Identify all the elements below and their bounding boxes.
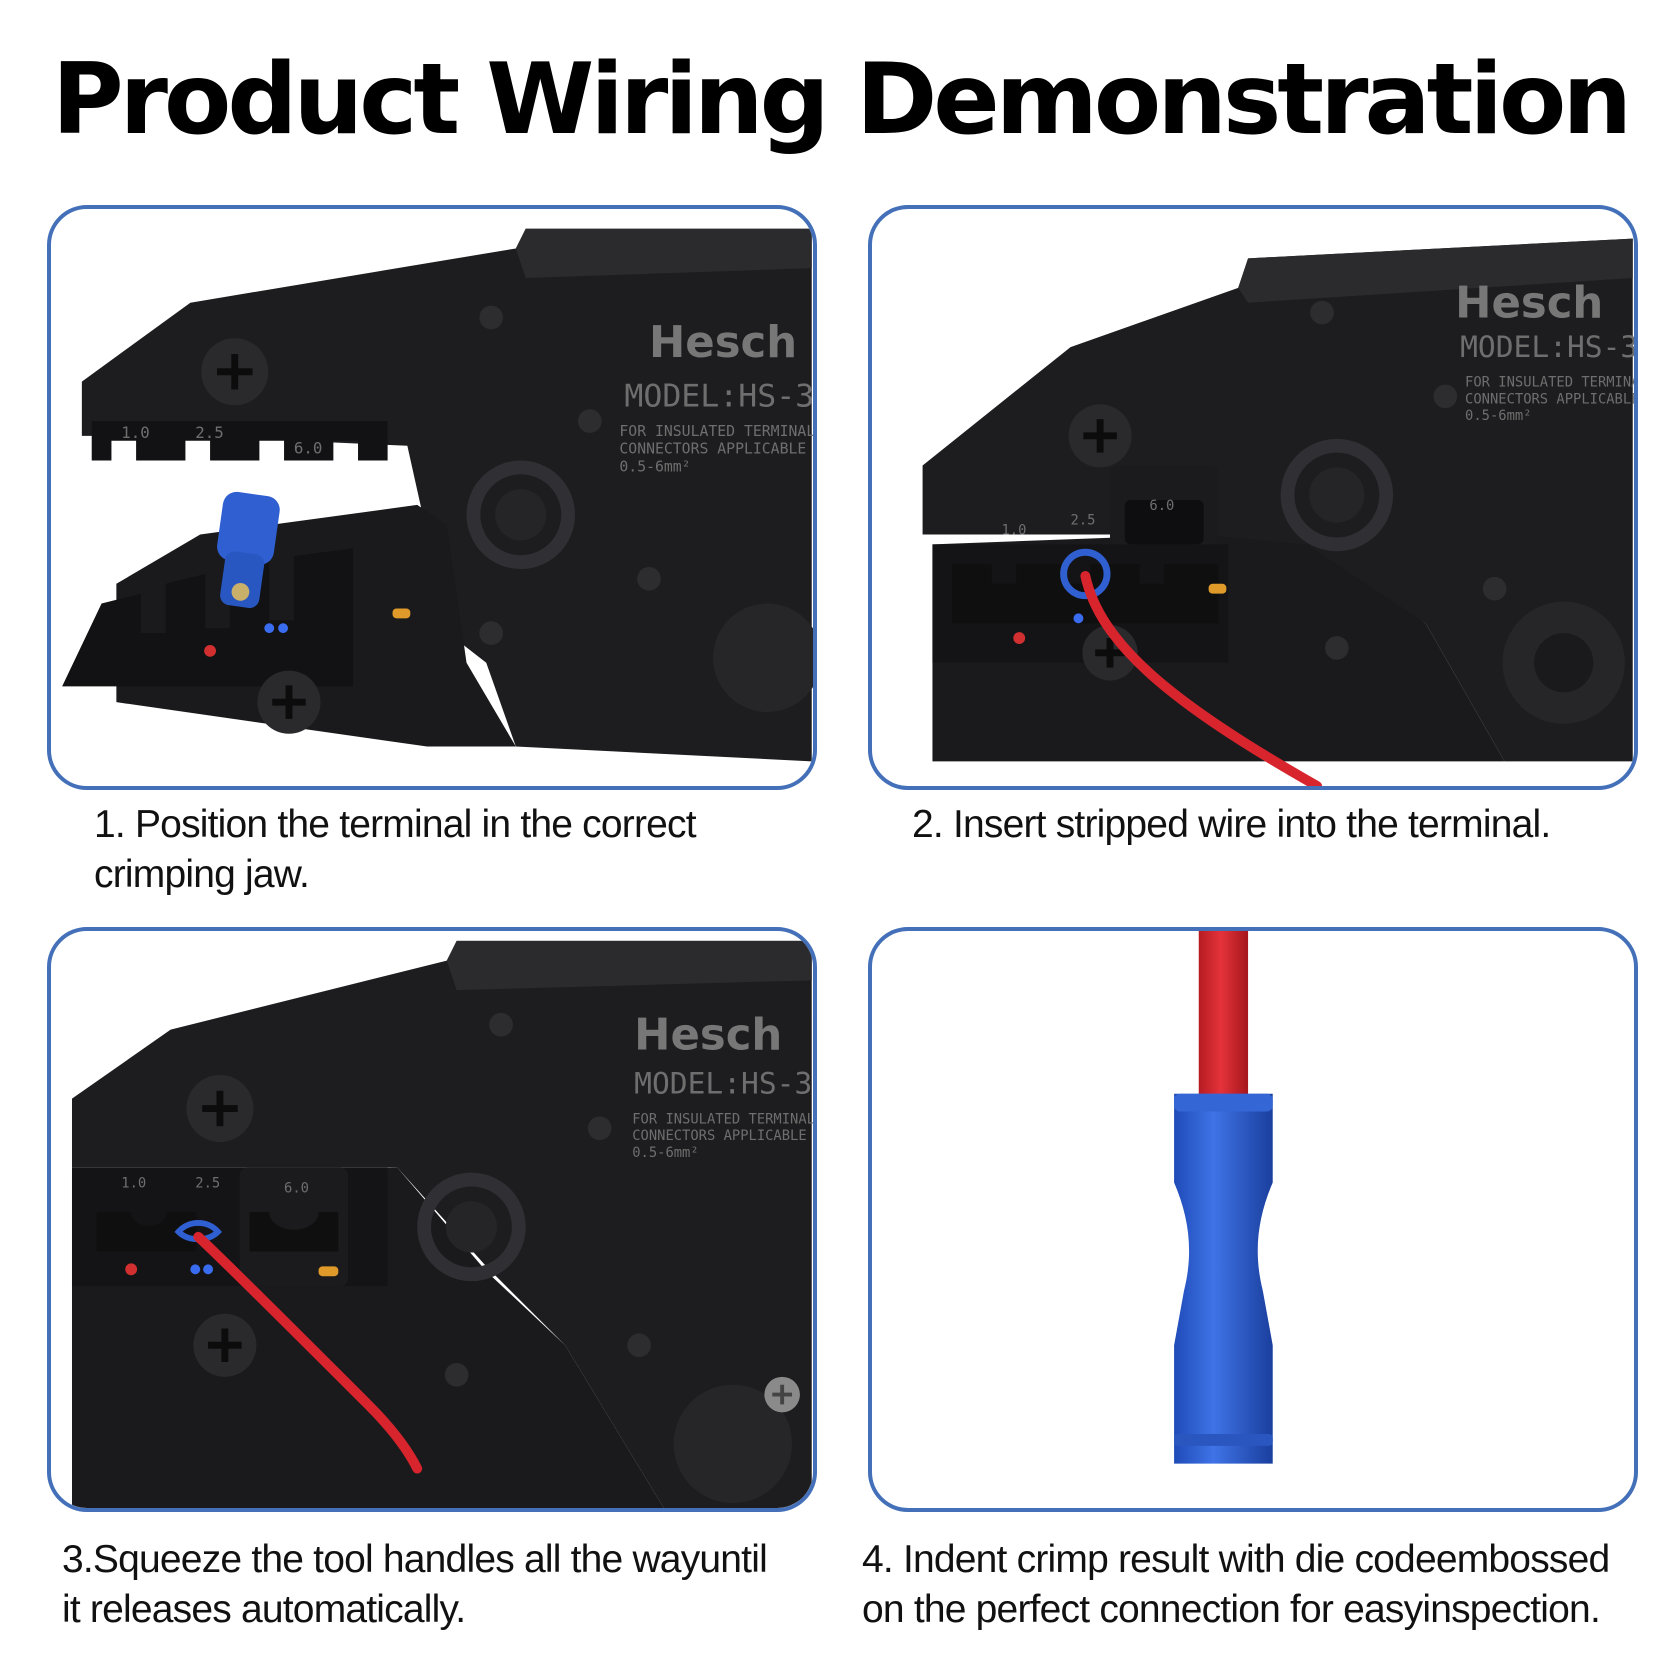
svg-text:0.5-6mm²: 0.5-6mm² (632, 1145, 698, 1161)
svg-text:FOR INSULATED TERMINALS: FOR INSULATED TERMINALS (1465, 375, 1634, 391)
svg-text:MODEL:HS-3: MODEL:HS-3 (1460, 330, 1634, 364)
page-title: Product Wiring Demonstration (51, 43, 1632, 157)
svg-text:2.5: 2.5 (195, 423, 223, 442)
svg-text:6.0: 6.0 (294, 439, 322, 458)
svg-text:1.0: 1.0 (1001, 522, 1026, 538)
svg-text:FOR INSULATED TERMINALS: FOR INSULATED TERMINALS (632, 1111, 813, 1127)
blue-terminal-icon (1174, 1093, 1273, 1464)
step-2-caption: 2. Insert stripped wire into the termina… (912, 803, 1551, 846)
svg-text:Hesch: Hesch (634, 1010, 782, 1060)
svg-text:CONNECTORS APPLICABLE: CONNECTORS APPLICABLE (632, 1128, 806, 1144)
crimper-open-jaw-illustration: Hesch MODEL:HS-3 FOR INSULATED TERMINALS… (62, 228, 813, 762)
svg-text:1.0: 1.0 (121, 1175, 146, 1191)
svg-text:0.5-6mm²: 0.5-6mm² (619, 458, 690, 475)
terminal-ring-icon (1060, 548, 1111, 600)
svg-text:2.5: 2.5 (195, 1175, 220, 1191)
svg-text:MODEL:HS-3: MODEL:HS-3 (634, 1067, 812, 1101)
step-1-caption: 1. Position the terminal in the correct … (94, 803, 697, 896)
step-3-image: Hesch MODEL:HS-3 FOR INSULATED TERMINALS… (47, 927, 817, 1512)
blue-terminal-icon (217, 491, 280, 609)
step-3-caption: 3.Squeeze the tool handles all the wayun… (62, 1538, 768, 1631)
svg-text:1.0: 1.0 (121, 423, 149, 442)
red-wire (193, 1231, 423, 1474)
crimped-terminal-icon (174, 1220, 222, 1243)
crimped-terminal-result-illustration (1174, 931, 1273, 1464)
svg-text:6.0: 6.0 (1149, 498, 1174, 514)
crimper-wire-insert-illustration: Hesch MODEL:HS-3 FOR INSULATED TERMINALS… (922, 238, 1634, 786)
red-wire (1080, 570, 1323, 786)
step-1-image: Hesch MODEL:HS-3 FOR INSULATED TERMINALS… (47, 205, 817, 790)
svg-text:CONNECTORS APPLICABLE: CONNECTORS APPLICABLE (1465, 391, 1634, 407)
step-2-image: Hesch MODEL:HS-3 FOR INSULATED TERMINALS… (868, 205, 1638, 790)
svg-text:Hesch: Hesch (1455, 278, 1603, 328)
svg-text:0.5-6mm²: 0.5-6mm² (1465, 408, 1531, 424)
svg-text:MODEL:HS-3: MODEL:HS-3 (624, 378, 813, 414)
crimper-squeezed-illustration: Hesch MODEL:HS-3 FOR INSULATED TERMINALS… (71, 940, 813, 1508)
svg-text:Hesch: Hesch (649, 318, 797, 368)
svg-text:CONNECTORS APPLICABLE: CONNECTORS APPLICABLE (619, 441, 806, 458)
svg-text:2.5: 2.5 (1071, 513, 1096, 529)
step-4-image (868, 927, 1638, 1512)
svg-text:FOR INSULATED TERMINALS: FOR INSULATED TERMINALS (619, 423, 813, 440)
step-4-caption: 4. Indent crimp result with die codeembo… (862, 1538, 1610, 1631)
svg-text:6.0: 6.0 (284, 1180, 309, 1196)
red-wire (1198, 931, 1249, 1109)
